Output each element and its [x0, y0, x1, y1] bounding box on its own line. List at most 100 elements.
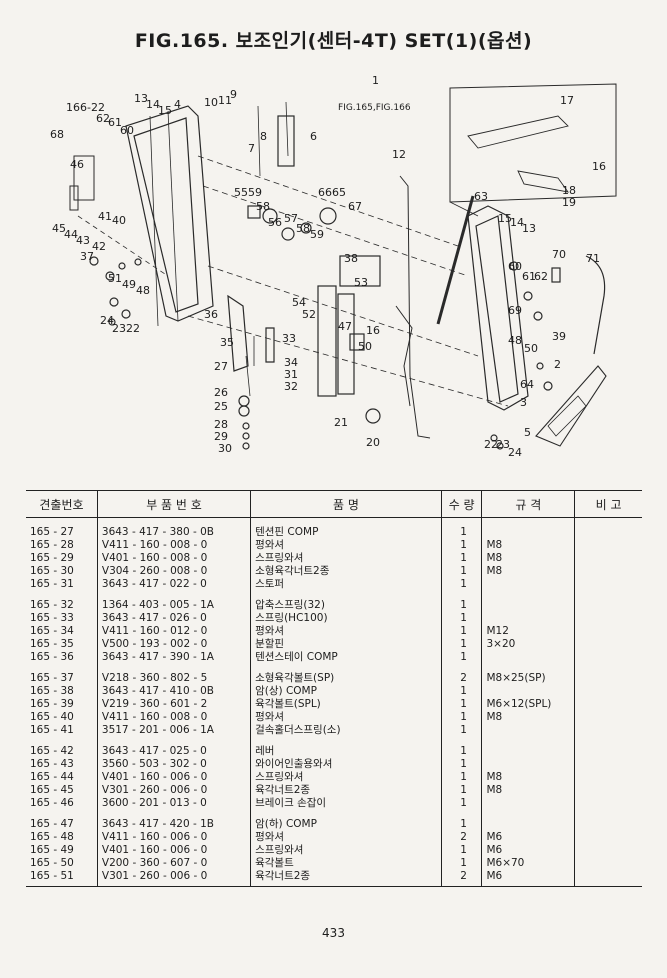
cell-part-name: 소형육각너트2종 [250, 565, 442, 578]
cell-remark [574, 685, 642, 698]
cell-part-no: V411 - 160 - 006 - 0 [96, 831, 251, 844]
cell-quantity: 1 [440, 651, 482, 664]
cell-remark [574, 672, 642, 685]
table-header-row: 견출번호 부 품 번 호 품 명 수 량 규 격 비 고 [26, 490, 642, 518]
cell-remark [574, 612, 642, 625]
cell-part-no: 3643 - 417 - 025 - 0 [96, 745, 251, 758]
callout-label: 31 [284, 368, 298, 381]
cell-quantity: 1 [440, 844, 482, 857]
cell-remark [574, 870, 642, 887]
cell-remark [574, 831, 642, 844]
cell-part-name: 와이어인출용와셔 [250, 758, 442, 771]
cell-part-name: 육각볼트(SPL) [250, 698, 442, 711]
cell-part-no: 3560 - 503 - 302 - 0 [96, 758, 251, 771]
cell-part-no: 3643 - 417 - 410 - 0B [96, 685, 251, 698]
cell-part-no: V411 - 160 - 008 - 0 [96, 539, 251, 552]
cell-remark [574, 526, 642, 539]
cell-index-no: 165 - 43 [30, 758, 74, 770]
cell-part-name: 텐션핀 COMP [250, 526, 442, 539]
callout-label: 16 [366, 324, 380, 337]
callout-label: 37 [80, 250, 94, 263]
header-index-no: 견출번호 [26, 490, 98, 518]
cell-spec: M8 [481, 539, 575, 552]
header-spec: 규 격 [481, 490, 575, 518]
cell-quantity: 1 [440, 578, 482, 591]
callout-label: 15 [158, 104, 172, 117]
right-frame-rail [467, 205, 529, 411]
callout-label: 69 [508, 304, 522, 317]
cell-quantity: 1 [440, 565, 482, 578]
cell-index-no: 165 - 49 [30, 844, 74, 856]
cell-quantity: 1 [440, 818, 482, 831]
callout-label: 54 [292, 296, 306, 309]
cell-remark [574, 599, 642, 612]
cell-index-no: 165 - 40 [30, 711, 74, 723]
callout-label: 26 [214, 386, 228, 399]
callout-label: 63 [474, 190, 488, 203]
cell-quantity: 2 [440, 870, 482, 887]
callout-label: 34 [284, 356, 298, 369]
callout-label: 30 [218, 442, 232, 455]
callout-label: 48 [508, 334, 522, 347]
callout-label: 58 [256, 200, 270, 213]
cell-quantity: 1 [440, 745, 482, 758]
callout-label: 47 [338, 320, 352, 333]
cell-part-no: V219 - 360 - 601 - 2 [96, 698, 251, 711]
callout-label: 68 [50, 128, 64, 141]
cell-spec: M6×70 [481, 857, 575, 870]
cell-part-name: 평와셔 [250, 711, 442, 724]
cell-quantity: 1 [440, 552, 482, 565]
callout-label: 56 [268, 216, 282, 229]
callout-label: 13 [522, 222, 536, 235]
callout-label: 65 [332, 186, 346, 199]
cell-part-name: 평와셔 [250, 625, 442, 638]
cell-spec: M6 [481, 870, 575, 887]
cell-index-no: 165 - 45 [30, 784, 74, 796]
cell-part-no: V304 - 260 - 008 - 0 [96, 565, 251, 578]
cell-spec [481, 599, 575, 612]
cell-part-name: 소형육각볼트(SP) [250, 672, 442, 685]
callout-label: 18 [562, 184, 576, 197]
cell-part-name: 육각너트2종 [250, 870, 442, 887]
cell-part-name: 스프링와셔 [250, 844, 442, 857]
cell-part-name: 분할핀 [250, 638, 442, 651]
cell-remark [574, 539, 642, 552]
cell-spec: M8 [481, 565, 575, 578]
cell-part-name: 암(하) COMP [250, 818, 442, 831]
callout-label: 17 [560, 94, 574, 107]
cell-index-no: 165 - 33 [30, 612, 74, 624]
callout-label: 5 [524, 426, 531, 439]
callout-label: 52 [302, 308, 316, 321]
callout-label: 61 [522, 270, 536, 283]
cell-part-name: 육각볼트 [250, 857, 442, 870]
callout-label: 36 [204, 308, 218, 321]
callout-label: 60 [508, 260, 522, 273]
cell-spec: M6×12(SPL) [481, 698, 575, 711]
cell-part-name: 걸속홀더스프링(소) [250, 724, 442, 737]
callout-label: 67 [348, 200, 362, 213]
diagram-callouts: 166-22 68 62 61 60 13 14 15 4 10 11 9 7 … [50, 74, 606, 459]
cell-part-no: 3643 - 417 - 380 - 0B [96, 526, 251, 539]
cell-spec [481, 797, 575, 810]
callout-label: 46 [70, 158, 84, 171]
cell-part-name: 육각너트2종 [250, 784, 442, 797]
cell-index-no: 165 - 35 [30, 638, 74, 650]
page-number: 433 [322, 926, 345, 940]
cell-part-name: 암(상) COMP [250, 685, 442, 698]
cell-index-no: 165 - 44 [30, 771, 74, 783]
cell-spec: 3×20 [481, 638, 575, 651]
cell-part-no: V401 - 160 - 006 - 0 [96, 844, 251, 857]
cell-part-no: V301 - 260 - 006 - 0 [96, 870, 251, 887]
cell-spec: M8 [481, 711, 575, 724]
callout-label: 62 [534, 270, 548, 283]
header-remark: 비 고 [574, 490, 642, 518]
cell-remark [574, 857, 642, 870]
cell-part-no: V411 - 160 - 008 - 0 [96, 711, 251, 724]
